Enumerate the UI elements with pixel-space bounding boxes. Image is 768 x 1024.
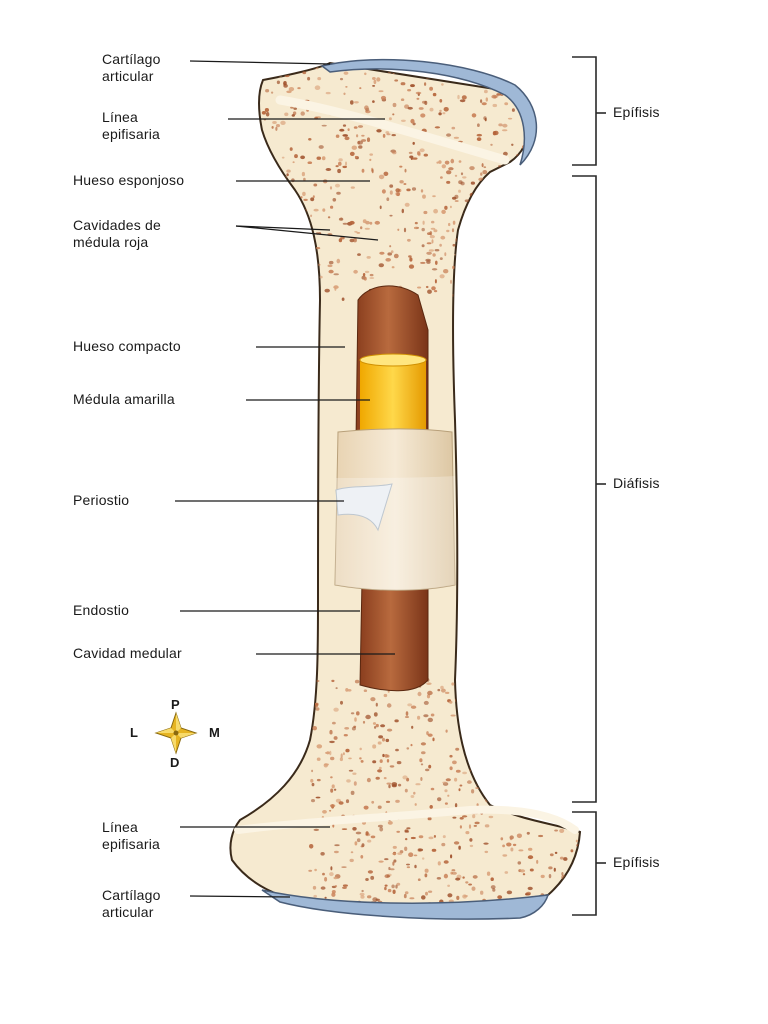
label-epifisis-top: Epífisis xyxy=(613,104,660,121)
label-diafisis: Diáfisis xyxy=(613,475,660,492)
label-cavidad-medular: Cavidad medular xyxy=(73,645,182,662)
compass-rose xyxy=(156,713,196,753)
label-hueso-esponjoso: Hueso esponjoso xyxy=(73,172,184,189)
label-hueso-compacto: Hueso compacto xyxy=(73,338,181,355)
compact-bone-lower xyxy=(360,580,428,691)
right-brackets xyxy=(572,57,606,915)
yellow-marrow-top xyxy=(360,354,426,366)
compass-label-p: P xyxy=(171,697,180,712)
label-periostio: Periostio xyxy=(73,492,129,509)
compass-label-m: M xyxy=(209,725,220,740)
compass-label-l: L xyxy=(130,725,138,740)
yellow-marrow xyxy=(360,360,426,438)
compass-label-d: D xyxy=(170,755,179,770)
label-endostio: Endostio xyxy=(73,602,129,619)
label-medula-amarilla: Médula amarilla xyxy=(73,391,175,408)
label-epifisis-bottom: Epífisis xyxy=(613,854,660,871)
